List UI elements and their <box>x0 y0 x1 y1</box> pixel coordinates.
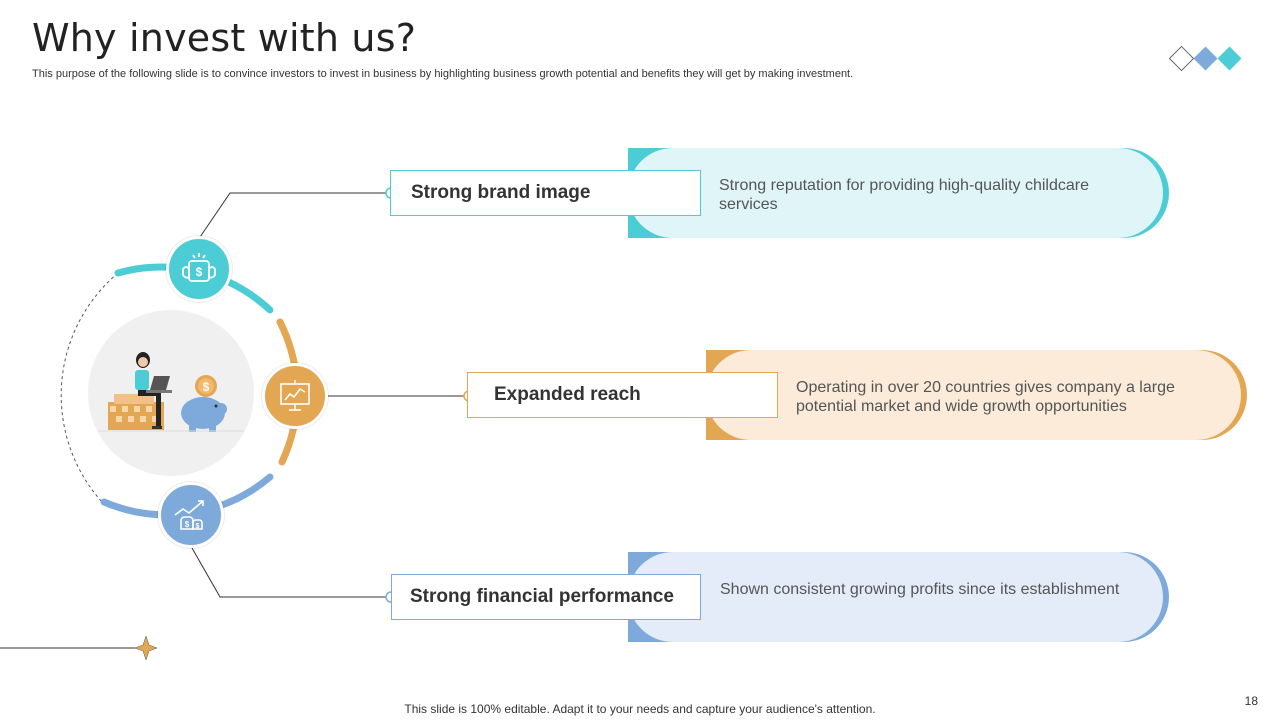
item-label-reach: Expanded reach <box>467 372 778 418</box>
center-illustration: $ <box>88 310 254 476</box>
slide-title: Why invest with us? <box>32 16 417 60</box>
item-description-brand: Strong reputation for providing high-qua… <box>719 177 1089 213</box>
svg-text:$: $ <box>196 523 200 530</box>
slide-footer: This slide is 100% editable. Adapt it to… <box>404 702 876 716</box>
svg-text:$: $ <box>196 265 203 279</box>
money-bag-icon: $ <box>166 236 232 302</box>
item-description-financial: Shown consistent growing profits since i… <box>720 581 1120 598</box>
decorative-diamonds <box>1168 46 1242 72</box>
page-number: 18 <box>1244 694 1258 708</box>
svg-text:$: $ <box>203 380 210 394</box>
slide-subtitle: This purpose of the following slide is t… <box>32 68 854 80</box>
item-description-reach: Operating in over 20 countries gives com… <box>796 379 1175 415</box>
svg-text:$: $ <box>185 520 190 529</box>
item-label-brand: Strong brand image <box>390 170 701 216</box>
growth-money-icon: $ $ <box>158 482 224 548</box>
item-label-financial: Strong financial performance <box>391 574 701 620</box>
presentation-board-icon <box>262 363 328 429</box>
